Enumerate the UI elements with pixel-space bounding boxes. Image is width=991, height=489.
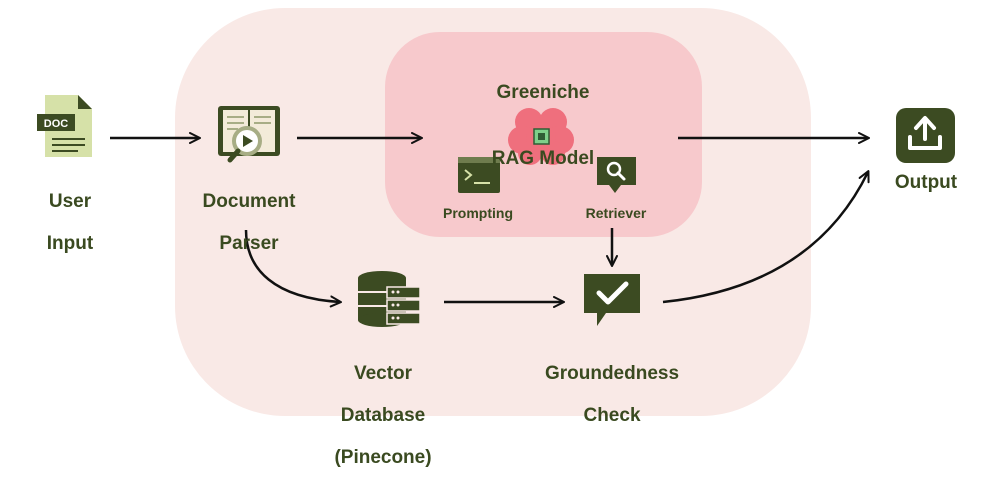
rag-model-title: Greeniche RAG Model (491, 82, 595, 169)
prompting-label: Prompting (443, 205, 513, 221)
document-icon: DOC (37, 95, 92, 157)
svg-text:DOC: DOC (44, 118, 69, 130)
document-parser-label: Document Parser (202, 191, 296, 254)
database-icon (358, 271, 421, 327)
search-icon (597, 157, 636, 193)
pipeline-diagram: DOC (37, 8, 955, 416)
retriever-label: Retriever (585, 205, 647, 221)
checkmark-bubble-icon (584, 274, 640, 326)
brain-chip-icon (508, 108, 574, 165)
book-magnifier-icon (218, 106, 280, 163)
user-input-label: User Input (46, 191, 94, 254)
terminal-icon (458, 157, 500, 193)
vector-database-label: Vector Database (Pinecone) (334, 363, 432, 468)
arrow-check-to-output (662, 170, 870, 304)
arrow-parser-to-database (244, 229, 342, 308)
output-label: Output (894, 172, 958, 193)
upload-icon (896, 108, 955, 163)
groundedness-check-label: Groundedness Check (544, 363, 680, 426)
